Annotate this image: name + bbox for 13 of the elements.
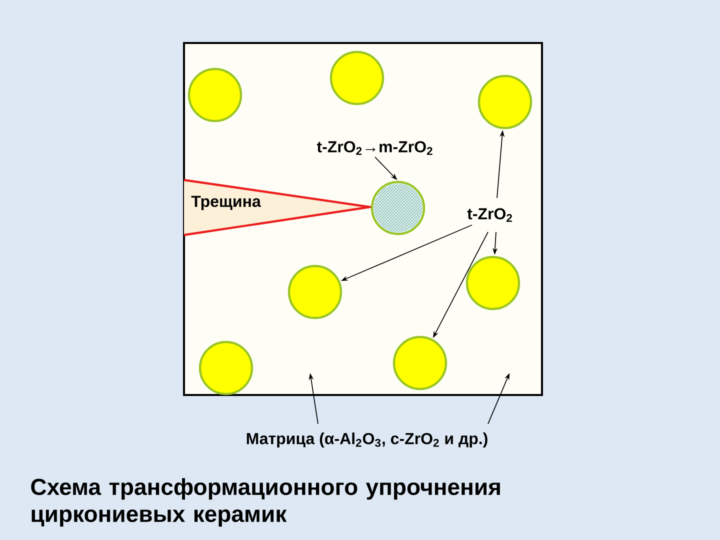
- particle-circle: [288, 264, 342, 320]
- phase-label: t-ZrO$_{2}$→m-ZrO$_{2}$: [316, 141, 432, 155]
- particle-circle: [198, 340, 254, 396]
- particle-circle: [478, 74, 532, 130]
- particle-circle: [330, 50, 384, 106]
- particle-circle: [466, 256, 520, 310]
- hatched-particle-circle: [370, 180, 426, 236]
- caption: Схема трансформационного упрочнения циркониевых керамик: [31, 478, 500, 527]
- crack-wedge: Трещина: [182, 178, 378, 236]
- matrix-label: Матрица (α-Al$_{2}$O$_{3}$, c-ZrO$_{2}$ и др.): [246, 432, 488, 448]
- particle-circle: [392, 336, 448, 390]
- phase-label: t-ZrO$_{2}$: [467, 208, 512, 222]
- particle-circle: [188, 68, 242, 122]
